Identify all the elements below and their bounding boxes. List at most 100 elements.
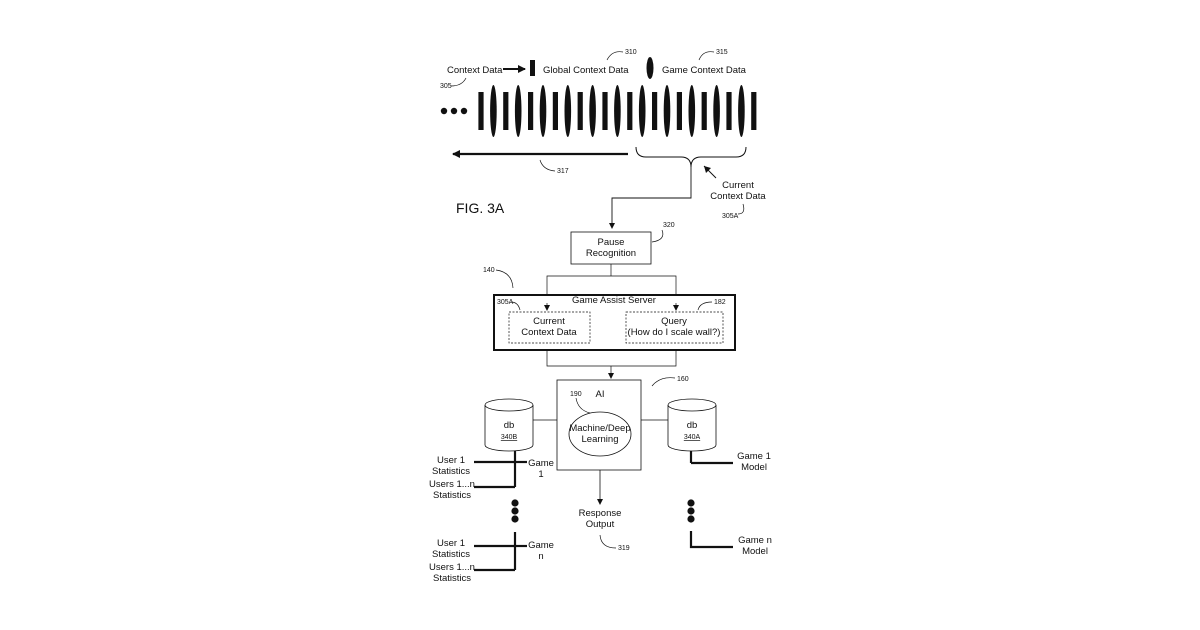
ai-title: AI <box>596 389 605 400</box>
global-context-bar <box>578 92 583 130</box>
game-context-ellipse <box>589 85 596 137</box>
db-right-ellipsis-dot <box>687 499 694 506</box>
machine-learning-ref: 190 <box>570 391 582 398</box>
global-context-bar <box>553 92 558 130</box>
context-data-ref: 305 <box>440 83 452 90</box>
db-left-user1-line2: Statistics <box>432 466 470 477</box>
db-left-usersn-line2: Statistics <box>433 490 471 501</box>
global-context-bar <box>751 92 756 130</box>
game-context-ellipse <box>540 85 547 137</box>
game-context-label: Game Context Data <box>662 65 747 76</box>
db-left-game1-line2: 1 <box>538 469 543 480</box>
server-query-leader <box>698 302 712 310</box>
response-output-leader <box>600 535 616 548</box>
global-context-bar <box>677 92 682 130</box>
global-context-label: Global Context Data <box>543 65 629 76</box>
global-context-bar <box>726 92 731 130</box>
figure-title: FIG. 3A <box>456 200 505 216</box>
global-context-bar <box>528 92 533 130</box>
db-right-label: db <box>687 420 698 431</box>
current-context-label-line2: Context Data <box>710 191 766 202</box>
db-left-gamen-line1: Game <box>528 540 554 551</box>
game-context-ellipse <box>490 85 497 137</box>
server-query-ref: 182 <box>714 299 726 306</box>
server-current-context-ref: 305A <box>497 299 514 306</box>
db-right-modeln-line1: Game n <box>738 535 772 546</box>
response-output-ref: 319 <box>618 545 630 552</box>
global-context-bar <box>702 92 707 130</box>
pause-fork <box>547 276 676 295</box>
context-data-leader <box>451 78 466 86</box>
pause-recognition-ref: 320 <box>663 222 675 229</box>
context-data-label: Context Data <box>447 65 503 76</box>
game-context-ellipse <box>614 85 621 137</box>
db-right-model1-line2: Model <box>741 462 767 473</box>
db-left-usersnb-line2: Statistics <box>433 573 471 584</box>
machine-learning-line1: Machine/Deep <box>569 423 630 434</box>
stream-ellipsis-dot <box>461 108 467 114</box>
game-context-ellipse <box>515 85 522 137</box>
server-merge <box>547 350 676 366</box>
current-context-label-line1: Current <box>722 180 754 191</box>
db-left-user1-line1: User 1 <box>437 455 465 466</box>
game-context-ellipse <box>639 85 646 137</box>
server-query-line2: (How do I scale wall?) <box>628 327 721 338</box>
server-current-context-line2: Context Data <box>521 327 577 338</box>
pause-recognition-line2: Recognition <box>586 248 636 259</box>
global-context-ref: 310 <box>625 49 637 56</box>
game-context-ellipse <box>664 85 671 137</box>
game-context-ellipse <box>565 85 572 137</box>
response-output-line2: Output <box>586 519 615 530</box>
global-context-legend-bar <box>530 60 535 76</box>
db-left-ref: 340B <box>501 434 518 441</box>
pause-recognition-leader <box>652 230 663 242</box>
db-right-ref: 340A <box>684 434 701 441</box>
db-right-modeln-line <box>691 531 733 547</box>
ai-leader <box>652 378 675 386</box>
db-left-game1-line1: Game <box>528 458 554 469</box>
game-context-ellipse <box>738 85 745 137</box>
server-query-line1: Query <box>661 316 687 327</box>
global-context-bar <box>602 92 607 130</box>
db-right-ellipsis-dot <box>687 507 694 514</box>
pause-recognition-line1: Pause <box>598 237 625 248</box>
db-left-gamen-line2: n <box>538 551 543 562</box>
db-left-usersn-line1: Users 1...n <box>429 479 475 490</box>
global-context-bar <box>503 92 508 130</box>
game-assist-server-leader <box>496 270 513 288</box>
global-context-leader <box>607 52 623 60</box>
ai-ref: 160 <box>677 376 689 383</box>
db-left-usersnb-line1: Users 1...n <box>429 562 475 573</box>
server-current-context-line1: Current <box>533 316 565 327</box>
context-to-pause-connector <box>612 167 691 228</box>
response-output-line1: Response <box>579 508 622 519</box>
global-context-bar <box>478 92 483 130</box>
db-left-ellipsis-dot <box>511 499 518 506</box>
stream-ellipsis-dot <box>441 108 447 114</box>
game-context-ellipse <box>689 85 696 137</box>
global-context-bar <box>627 92 632 130</box>
game-context-ref: 315 <box>716 49 728 56</box>
stream-arrow-ref: 317 <box>557 168 569 175</box>
db-right-model1-line1: Game 1 <box>737 451 771 462</box>
game-context-ellipse <box>713 85 720 137</box>
db-left-label: db <box>504 420 515 431</box>
context-stream-marks <box>478 85 756 137</box>
stream-arrow-leader <box>540 160 555 171</box>
db-left-ellipsis-dot <box>511 515 518 522</box>
machine-learning-line2: Learning <box>582 434 619 445</box>
game-assist-server-ref: 140 <box>483 267 495 274</box>
game-context-leader <box>699 52 714 60</box>
current-context-ref: 305A <box>722 213 739 220</box>
db-right-modeln-line2: Model <box>742 546 768 557</box>
game-context-legend-ellipse <box>647 57 654 79</box>
db-left-user1b-line1: User 1 <box>437 538 465 549</box>
global-context-bar <box>652 92 657 130</box>
stream-ellipsis-dot <box>451 108 457 114</box>
current-context-ref-leader <box>738 204 744 214</box>
db-left-user1b-line2: Statistics <box>432 549 470 560</box>
db-left-ellipsis-dot <box>511 507 518 514</box>
db-right-ellipsis-dot <box>687 515 694 522</box>
current-context-brace <box>636 147 746 167</box>
